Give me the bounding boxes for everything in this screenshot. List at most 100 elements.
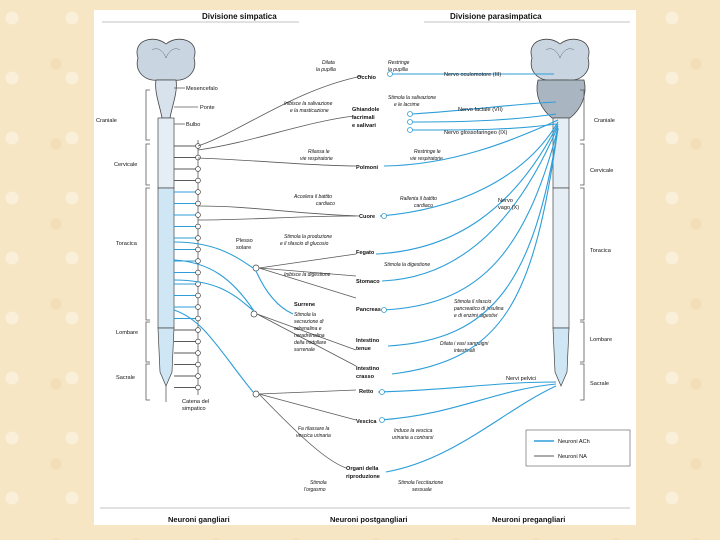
organ-glands-1: Ghiandole [352,107,379,113]
region-left-cranial: Craniale [96,118,117,124]
label-plexus-2: solare [236,245,251,251]
organ-pancreas: Pancreas [356,307,381,313]
organ-small-int-1: Intestino [356,338,380,344]
legend-ach: Neuroni ACh [558,439,590,445]
svg-text:Restringe le: Restringe le [414,149,441,155]
svg-text:surrenale: surrenale [294,347,315,353]
label-chain-2: simpatico [182,406,206,412]
chain-ganglion [195,154,201,161]
footer-preganglionic: Neuroni pregangliari [492,515,565,524]
organ-large-int-1: Intestino [356,366,380,372]
chain-ganglion [195,177,201,184]
chain-ganglion [195,338,201,345]
nerve-facial: Nervo faciale (VII) [458,107,503,113]
region-left-lumbar: Lombare [116,330,138,336]
parasympathetic-effects: Restringe la pupilla Stimola la salivazi… [384,60,504,493]
svg-text:urinaria a contrarsi: urinaria a contrarsi [392,435,434,441]
svg-text:Accelera il battito: Accelera il battito [293,194,332,200]
nerve-vagus-1: Nervo [498,198,513,204]
diagram-plate: Divisione simpatica Divisione parasimpat… [94,10,636,525]
header-sympathetic: Divisione simpatica [202,12,277,21]
svg-text:Rilassa le: Rilassa le [308,149,330,155]
chain-ganglion [195,292,201,299]
svg-text:vescica urinaria: vescica urinaria [296,433,331,439]
chain-ganglion [195,200,201,207]
chain-ganglion [195,327,201,333]
nerve-pelvic: Nervi pelvici [506,376,536,382]
region-left-thoracic: Toracica [116,241,138,247]
chain-ganglion [195,350,201,356]
organ-repro-1: Organi della [346,466,379,472]
organ-heart: Cuore [359,214,375,220]
region-right-cranial: Craniale [594,118,615,124]
region-right-cervical: Cervicale [590,168,613,174]
svg-text:Inibisce la salivazione: Inibisce la salivazione [284,101,333,107]
organ-lungs: Polmoni [356,165,379,171]
svg-text:vie respiratorie: vie respiratorie [300,156,333,162]
sympathetic-chain [174,140,201,395]
left-brain [136,38,196,119]
nerve-vagus-2: vago (X) [498,205,519,211]
svg-text:secrezione di: secrezione di [294,319,324,325]
chain-ganglion [195,384,201,391]
footer-postganglionic: Neuroni postgangliari [330,515,408,524]
svg-text:Stimola il rilascio: Stimola il rilascio [454,299,491,305]
svg-text:la pupilla: la pupilla [388,67,408,73]
svg-text:e la masticazione: e la masticazione [290,108,329,114]
svg-text:Dilata i vasi sanguigni: Dilata i vasi sanguigni [440,341,489,347]
organ-stomach: Stomaco [356,279,380,285]
svg-text:intestinali: intestinali [454,348,476,354]
chain-ganglion [195,315,201,322]
region-right-thoracic: Toracica [590,248,612,254]
svg-text:Stimola la digestione: Stimola la digestione [384,262,430,268]
svg-text:noradrenalina: noradrenalina [294,333,325,339]
organ-adrenal: Surrene [294,302,315,308]
svg-text:Rallenta il battito: Rallenta il battito [400,196,437,202]
label-plexus-1: Plesso [236,238,253,244]
chain-ganglion [195,246,201,253]
svg-text:Fa rilassare la: Fa rilassare la [298,426,330,432]
nerve-glossopharyngeal: Nervo glossofaringeo (IX) [444,130,508,136]
svg-text:l'orgasmo: l'orgasmo [304,487,326,493]
organ-rectum: Retto [359,389,374,395]
chain-ganglion [195,235,201,241]
autonomic-nervous-system-diagram: Divisione simpatica Divisione parasimpat… [96,12,631,524]
chain-ganglion [195,373,201,379]
svg-text:adrenalina e: adrenalina e [294,326,322,332]
right-brain [530,38,590,119]
organ-eye: Occhio [357,75,377,81]
sympathetic-effects: Dilata la pupilla Inibisce la salivazion… [280,60,336,493]
svg-text:Stimola: Stimola [310,480,327,486]
region-left-sacral: Sacrale [116,375,135,381]
svg-text:vie respiratorie: vie respiratorie [410,156,443,162]
svg-text:cardiaco: cardiaco [316,201,335,207]
label-midbrain: Mesencefalo [186,86,218,92]
organ-liver: Fegato [356,250,375,256]
organ-small-int-2: tenue [356,346,371,352]
svg-text:Restringe: Restringe [388,60,410,66]
region-left-cervical: Cervicale [114,162,137,168]
chain-ganglion [195,269,201,276]
svg-text:Induce la vescica: Induce la vescica [394,428,433,434]
footer-ganglionic: Neuroni gangliari [168,515,230,524]
chain-ganglion [195,223,201,230]
organ-large-int-2: crasso [356,374,375,380]
chain-ganglion [195,361,201,368]
svg-text:Dilata: Dilata [322,60,335,66]
svg-text:e le lacrime: e le lacrime [394,102,420,108]
label-medulla: Bulbo [186,122,200,128]
chain-ganglion [195,166,201,172]
region-right-lumbar: Lombare [590,337,612,343]
chain-ganglion [195,189,201,195]
svg-text:cardiaco: cardiaco [414,203,433,209]
chain-ganglion [195,212,201,218]
svg-text:della midollare: della midollare [294,340,326,346]
organ-glands-3: e salivari [352,123,376,129]
right-spinal-cord [552,117,570,387]
header-parasympathetic: Divisione parasimpatica [450,12,542,21]
nerve-oculomotor: Nervo oculomotore (III) [444,72,501,78]
label-chain-1: Catena del [182,399,209,405]
chain-ganglion [195,258,201,264]
svg-text:Stimola la salivazione: Stimola la salivazione [388,95,436,101]
left-spinal-cord [157,117,175,402]
